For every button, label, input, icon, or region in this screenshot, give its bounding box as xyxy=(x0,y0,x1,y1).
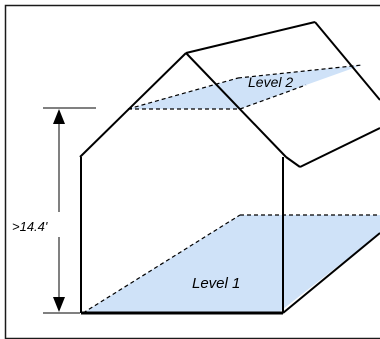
roof xyxy=(79,21,380,168)
level-2-label: Level 2 xyxy=(248,74,293,90)
level-1-floor xyxy=(83,215,380,313)
arrow-down-icon xyxy=(53,297,65,312)
level-2-edges xyxy=(127,64,363,110)
height-label: >14.4' xyxy=(12,219,48,234)
height-dimension xyxy=(43,107,96,314)
arrow-up-icon xyxy=(53,109,65,124)
level-1-edges xyxy=(82,214,380,314)
walls xyxy=(80,157,380,314)
level-1-label: Level 1 xyxy=(192,275,240,292)
level-2-floor xyxy=(128,65,362,109)
